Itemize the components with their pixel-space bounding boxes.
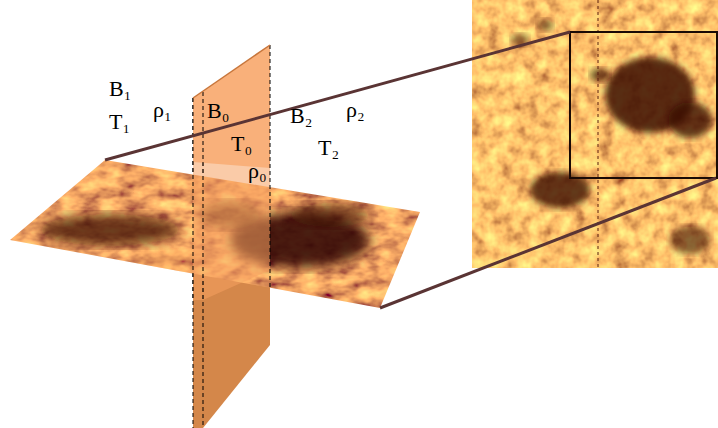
solar-image xyxy=(472,0,718,268)
plane-edge xyxy=(193,45,270,98)
plane-edge-dashed xyxy=(193,98,194,300)
physical-quantity-label: T₂ xyxy=(318,137,339,159)
vertical-plane-upper xyxy=(193,45,270,168)
solar-plane xyxy=(0,150,430,320)
vertical-plane-overlay xyxy=(193,160,270,300)
physical-quantity-label: ρ₁ xyxy=(153,99,172,121)
zoom-line xyxy=(380,178,716,308)
plane-edge-dashed xyxy=(193,98,194,428)
plane-edge-dashed xyxy=(270,45,271,290)
physical-quantity-label: T₀ xyxy=(231,133,252,155)
plane-edge-dashed xyxy=(203,92,204,300)
physical-quantity-label: B₀ xyxy=(207,100,229,122)
physical-quantity-label: ρ₂ xyxy=(346,99,365,121)
plane-edge-dashed xyxy=(203,92,204,428)
zoom-line xyxy=(105,32,570,160)
physical-quantity-label: B₂ xyxy=(290,105,312,127)
physical-quantity-label: B₁ xyxy=(109,78,131,100)
physical-quantity-label: ρ₀ xyxy=(248,160,267,182)
physical-quantity-label: T₁ xyxy=(109,111,130,133)
